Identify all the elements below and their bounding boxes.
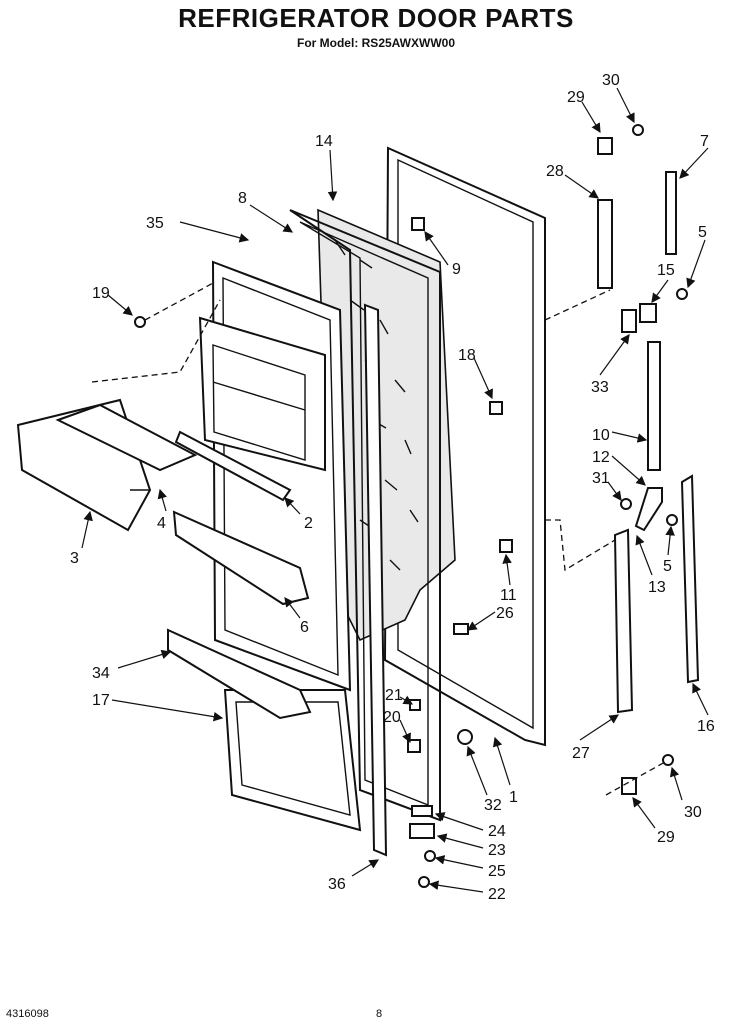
callout-leaders [81, 87, 709, 893]
page-title: REFRIGERATOR DOOR PARTS [178, 3, 574, 33]
hinge-bracket-15 [639, 303, 657, 323]
callout-30: 30 [602, 72, 620, 89]
callout-24: 24 [488, 823, 506, 840]
callout-15: 15 [657, 262, 675, 279]
page-number: 8 [376, 1008, 383, 1020]
clip-20 [407, 739, 421, 753]
clip-26 [453, 623, 469, 635]
callout-8: 8 [238, 190, 247, 207]
hinge-part-28 [597, 199, 613, 289]
assembly-line-hinge [544, 289, 611, 321]
door-trim-strip [363, 303, 388, 857]
door-handle-16 [680, 474, 700, 684]
callout-30b: 30 [684, 804, 702, 821]
callout-34: 34 [92, 665, 110, 682]
clip-18 [489, 401, 503, 415]
plug-32 [457, 729, 473, 745]
callout-20: 20 [383, 709, 401, 726]
screw-19 [134, 316, 146, 328]
trim-strip-10 [647, 341, 661, 471]
screw-25 [424, 850, 436, 862]
assembly-line-dispenser [91, 299, 221, 383]
assembly-line-rail [545, 519, 616, 572]
hinge-plate-24 [411, 805, 433, 817]
screw-31 [620, 498, 632, 510]
callout-10: 10 [592, 427, 610, 444]
screw-5-mid [666, 514, 678, 526]
callout-21: 21 [385, 687, 403, 704]
callout-5: 5 [698, 224, 707, 241]
assembly-line-hinge-bottom [605, 761, 666, 796]
trim-strip-27 [613, 528, 634, 714]
assembly-line-19 [144, 281, 216, 321]
clip-11 [499, 539, 513, 553]
callout-11: 11 [500, 587, 517, 604]
screw-22 [418, 876, 430, 888]
callout-28: 28 [546, 163, 564, 180]
callout-16: 16 [697, 718, 715, 735]
hinge-cap-29-top [597, 137, 613, 155]
callout-23: 23 [488, 842, 506, 859]
callout-5b: 5 [663, 558, 672, 575]
callout-19: 19 [92, 285, 110, 302]
hinge-bracket-12 [634, 487, 663, 532]
callout-25: 25 [488, 863, 506, 880]
callout-1: 1 [509, 789, 518, 806]
callout-22: 22 [488, 886, 506, 903]
callout-27: 27 [572, 745, 590, 762]
callout-36: 36 [328, 876, 346, 893]
screw-5-top [676, 288, 688, 300]
clip-21 [409, 699, 421, 711]
callout-4: 4 [157, 515, 166, 532]
callout-14: 14 [315, 133, 333, 150]
clip-9 [411, 217, 425, 231]
callout-31: 31 [592, 470, 610, 487]
dispenser-door [55, 403, 198, 472]
screw-30-bottom [662, 754, 674, 766]
callout-29: 29 [567, 89, 585, 106]
model-subtitle: For Model: RS25AWXWW00 [296, 36, 455, 50]
callout-2: 2 [304, 515, 313, 532]
callout-26: 26 [496, 605, 514, 622]
door-liner-gasket [223, 209, 441, 832]
callout-33: 33 [591, 379, 609, 396]
hinge-cover-33 [621, 309, 637, 333]
callout-9: 9 [452, 261, 461, 278]
upper-door-bin [172, 510, 310, 606]
callout-6: 6 [300, 619, 309, 636]
callout-35: 35 [146, 215, 164, 232]
document-number: 4316098 [6, 1008, 49, 1020]
trim-strip-7 [665, 171, 677, 255]
callout-3: 3 [70, 550, 79, 567]
callout-17: 17 [92, 692, 110, 709]
callout-13: 13 [648, 579, 666, 596]
callout-7: 7 [700, 133, 709, 150]
callout-18: 18 [458, 347, 476, 364]
hinge-plate-23 [409, 823, 435, 839]
door-inner-liner [198, 260, 352, 692]
hinge-cap-29-bottom [621, 777, 637, 795]
lower-door-bin [167, 628, 312, 720]
callout-32: 32 [484, 797, 502, 814]
screw-30-top [632, 124, 644, 136]
shelf-rail [174, 430, 292, 502]
callout-12: 12 [592, 449, 610, 466]
callout-29b: 29 [657, 829, 675, 846]
